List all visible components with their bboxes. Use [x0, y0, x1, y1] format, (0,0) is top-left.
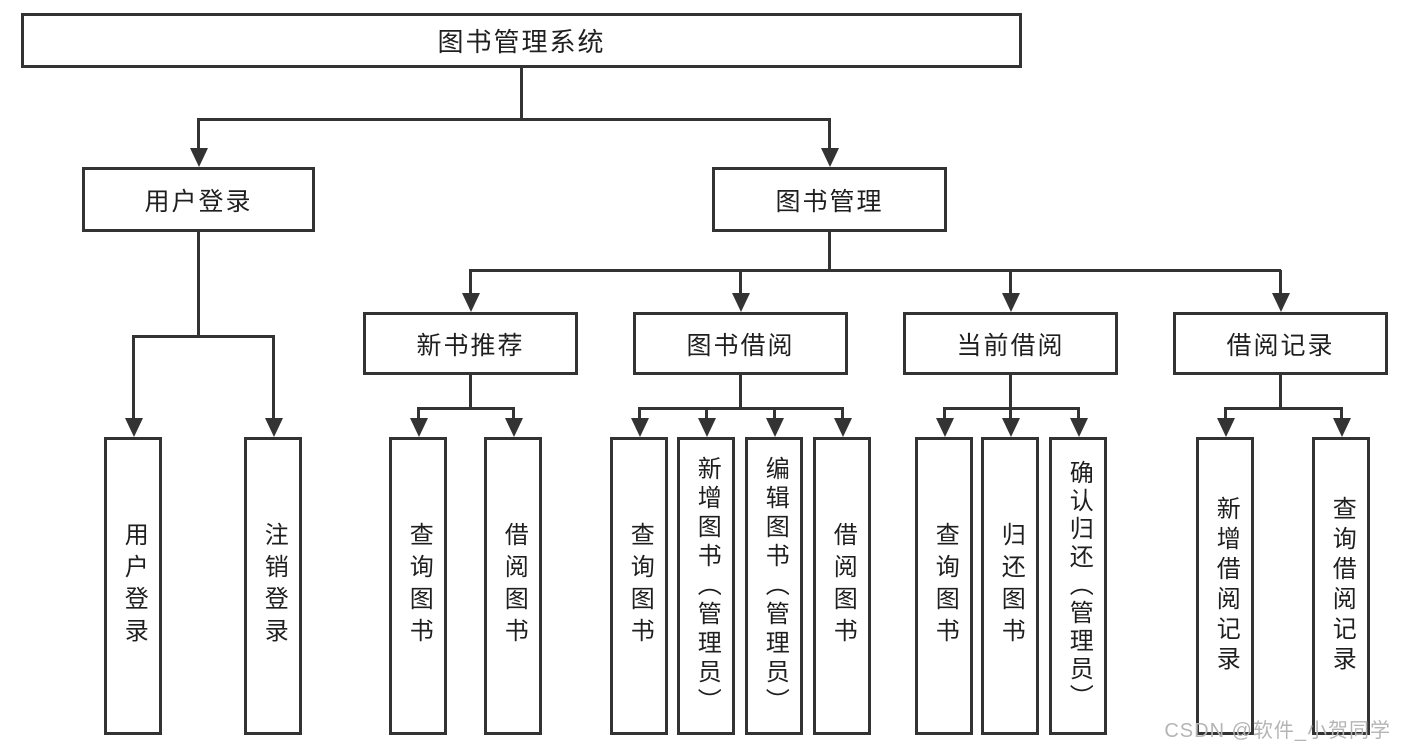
csdn-watermark: CSDN @软件_小贺同学 — [1164, 720, 1391, 742]
node-current-borrow: 当前借阅 — [903, 312, 1118, 375]
arrow-to-user-login — [189, 119, 208, 167]
connector-new-book-rail — [417, 407, 515, 410]
leaf-record-query: 查询借阅记录 — [1312, 437, 1370, 735]
arrow-current-borrow-leaf-2 — [1001, 408, 1020, 437]
connector-borrow-record-rail — [1224, 407, 1343, 410]
arrow-to-borrow-record — [1271, 270, 1290, 312]
connector-book-borrow-stem — [739, 375, 742, 410]
arrow-new-book-leaf-2 — [504, 408, 523, 437]
arrow-book-borrow-leaf-2 — [697, 408, 716, 437]
node-borrow-record: 借阅记录 — [1173, 312, 1388, 375]
leaf-new-book-query: 查询图书 — [389, 437, 447, 735]
arrow-book-borrow-leaf-4 — [833, 408, 852, 437]
connector-user-login-stem — [197, 232, 200, 338]
arrow-new-book-leaf-1 — [409, 408, 428, 437]
arrow-current-borrow-leaf-3 — [1069, 408, 1088, 437]
connector-level2-rail — [197, 118, 831, 121]
connector-book-borrow-rail — [638, 407, 844, 410]
leaf-user-logout: 注销登录 — [244, 437, 302, 735]
arrow-borrow-record-leaf-2 — [1332, 408, 1351, 437]
connector-user-login-rail — [132, 335, 275, 338]
leaf-current-return: 归还图书 — [981, 437, 1039, 735]
arrow-to-new-book — [461, 270, 480, 312]
node-book-borrow: 图书借阅 — [633, 312, 848, 375]
leaf-user-login: 用户登录 — [104, 437, 162, 735]
arrow-to-current-borrow — [1001, 270, 1020, 312]
leaf-borrow-add-admin: 新增图书（管理员） — [677, 437, 735, 735]
leaf-current-confirm-admin: 确认归还（管理员） — [1049, 437, 1107, 735]
leaf-borrow-book: 借阅图书 — [813, 437, 871, 735]
arrow-to-book-borrow — [731, 270, 750, 312]
arrow-to-leaf-logout — [264, 336, 283, 437]
arrow-borrow-record-leaf-1 — [1216, 408, 1235, 437]
connector-new-book-stem — [469, 375, 472, 410]
leaf-borrow-edit-admin: 编辑图书（管理员） — [745, 437, 803, 735]
connector-root-stem — [520, 68, 523, 118]
connector-level3-rail — [469, 269, 1281, 272]
leaf-borrow-query: 查询图书 — [610, 437, 668, 735]
node-root: 图书管理系统 — [21, 13, 1022, 68]
connector-book-mgmt-stem — [828, 232, 831, 272]
leaf-new-book-borrow: 借阅图书 — [484, 437, 542, 735]
node-book-mgmt: 图书管理 — [712, 167, 947, 232]
arrow-book-borrow-leaf-3 — [765, 408, 784, 437]
node-user-login: 用户登录 — [82, 167, 315, 232]
connector-borrow-record-stem — [1279, 375, 1282, 410]
leaf-record-add: 新增借阅记录 — [1196, 437, 1254, 735]
arrow-book-borrow-leaf-1 — [630, 408, 649, 437]
node-new-book: 新书推荐 — [363, 312, 578, 375]
leaf-current-query: 查询图书 — [915, 437, 973, 735]
arrow-to-leaf-login — [124, 336, 143, 437]
connector-current-borrow-stem — [1009, 375, 1012, 410]
arrow-to-book-mgmt — [820, 119, 839, 167]
arrow-current-borrow-leaf-1 — [935, 408, 954, 437]
